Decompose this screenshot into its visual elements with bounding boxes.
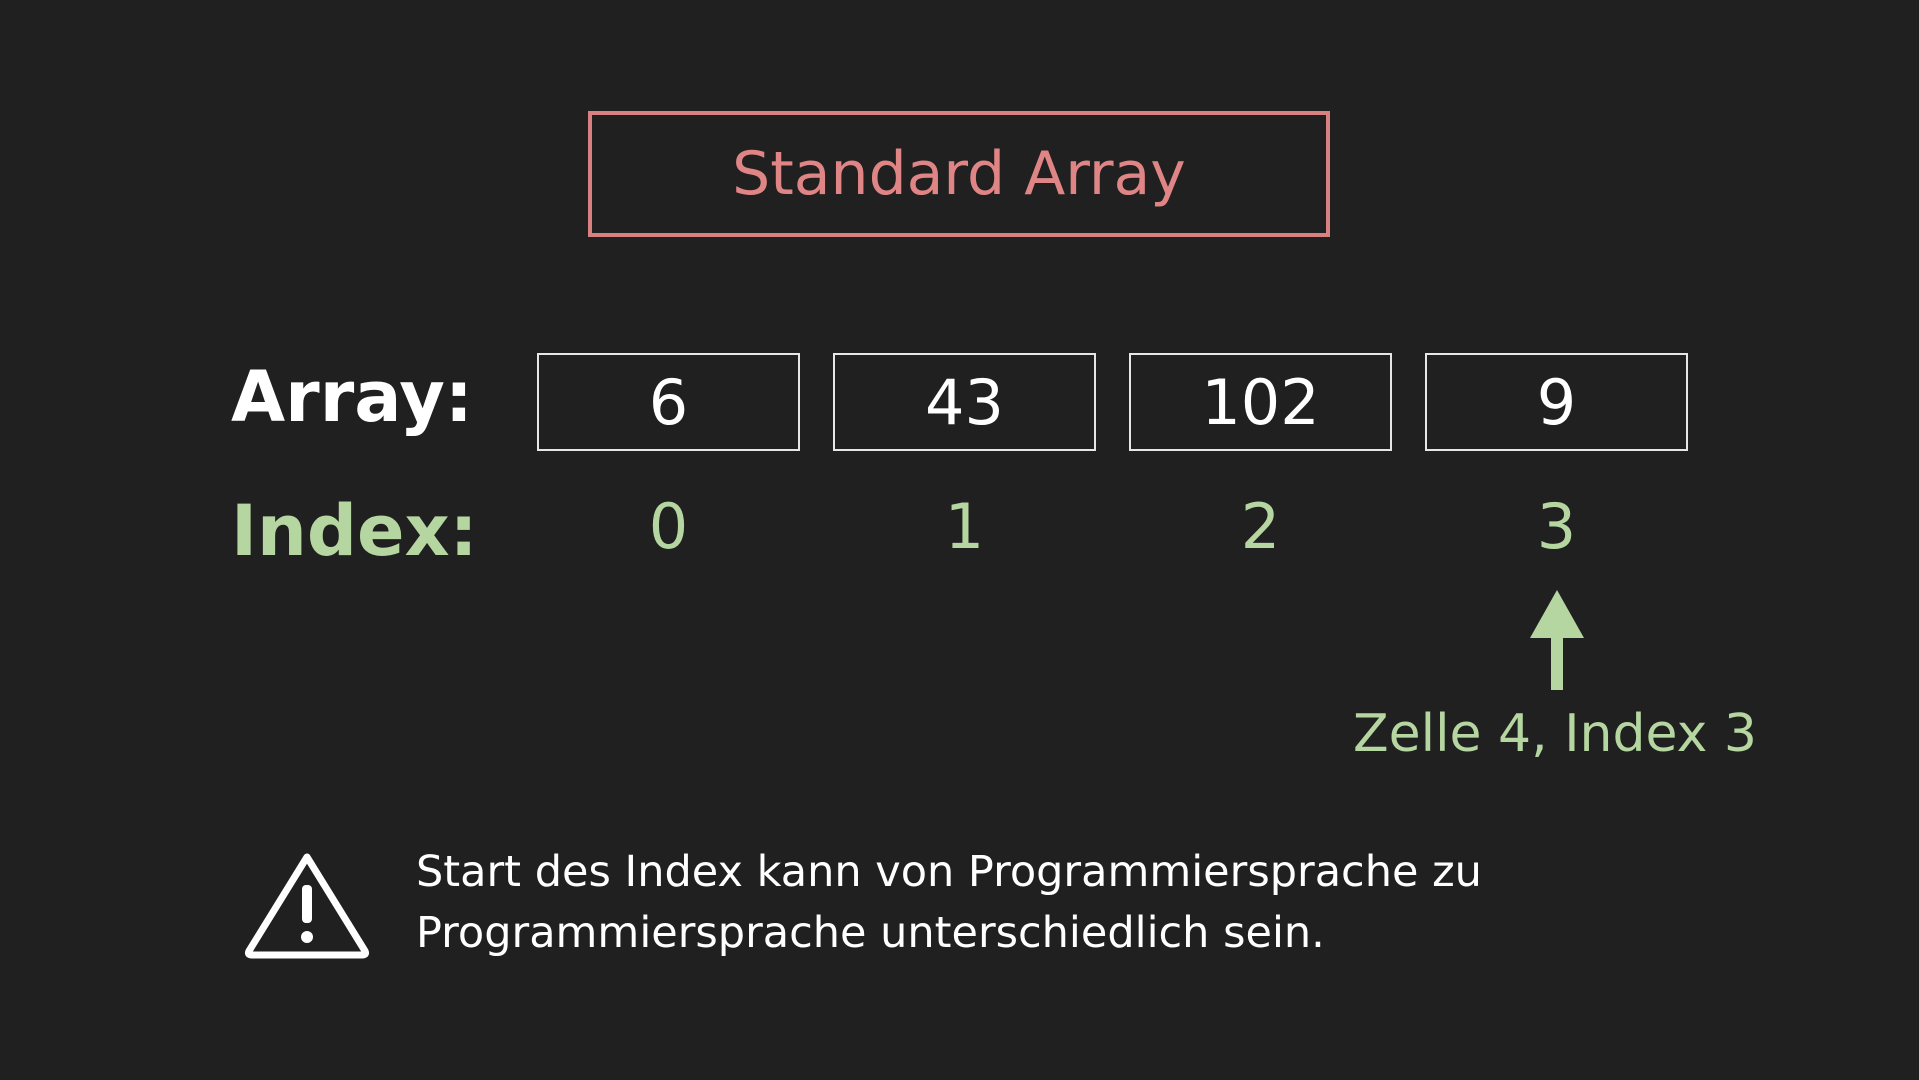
index-value-0: 0 (648, 490, 689, 563)
index-value-2: 2 (1240, 490, 1281, 563)
array-cell-3: 9 (1425, 353, 1688, 451)
index-value-3: 3 (1536, 490, 1577, 563)
index-row-label: Index: (231, 490, 478, 572)
pointer-label: Zelle 4, Index 3 (1353, 704, 1757, 764)
warning-note-line-1: Start des Index kann von Programmierspra… (416, 847, 1482, 897)
warning-note-line-2: Programmiersprache unterschiedlich sein. (416, 908, 1325, 958)
arrow-up-icon (1530, 590, 1584, 690)
array-cell-2: 102 (1129, 353, 1392, 451)
array-row-label: Array: (231, 356, 473, 438)
index-value-1: 1 (944, 490, 985, 563)
array-cell-0: 6 (537, 353, 800, 451)
warning-note: Start des Index kann von Programmierspra… (416, 842, 1516, 964)
slide-title: Standard Array (732, 139, 1186, 209)
title-box: Standard Array (588, 111, 1330, 237)
warning-icon (244, 853, 370, 959)
array-cell-1: 43 (833, 353, 1096, 451)
